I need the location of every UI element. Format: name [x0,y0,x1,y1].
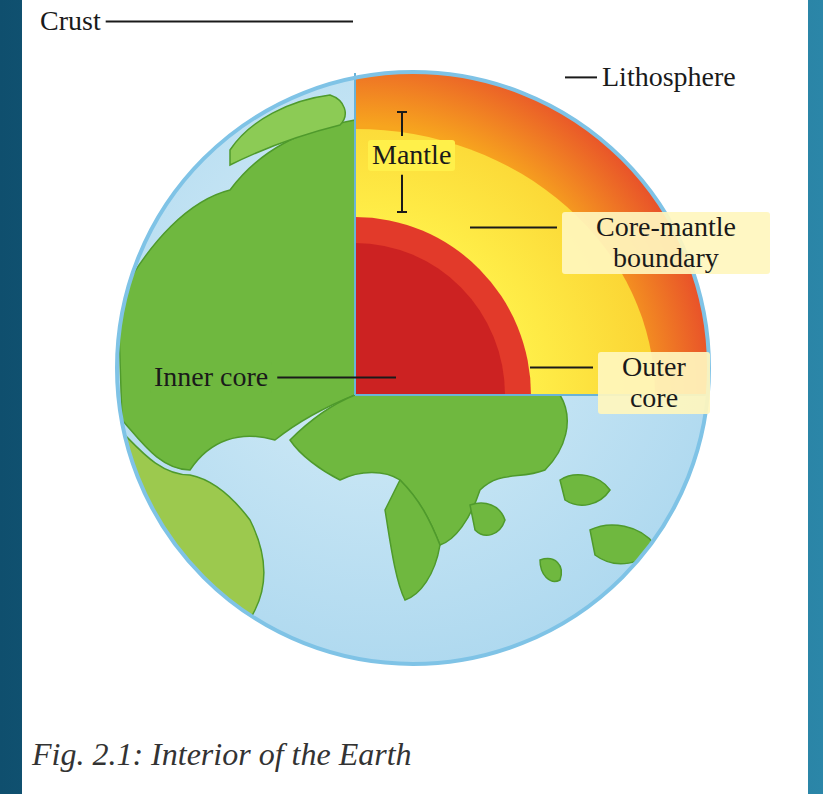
layer-label: Core-mantle boundary [562,212,770,274]
layer-label: Inner core [150,362,272,393]
leader-line [470,226,557,228]
layer-label: Outer core [598,352,710,414]
leader-line [401,175,403,212]
leader-line [106,20,353,22]
leader-line [397,111,407,113]
globe [55,0,823,665]
leader-line [530,366,593,368]
leader-line [401,112,403,136]
leader-line [397,211,407,213]
leader-line [277,376,396,378]
layer-label: Crust [40,6,101,37]
layer-label: Lithosphere [602,62,736,93]
leader-line [565,76,597,78]
layer-label: Mantle [368,140,455,171]
figure-caption: Fig. 2.1: Interior of the Earth [32,736,412,773]
